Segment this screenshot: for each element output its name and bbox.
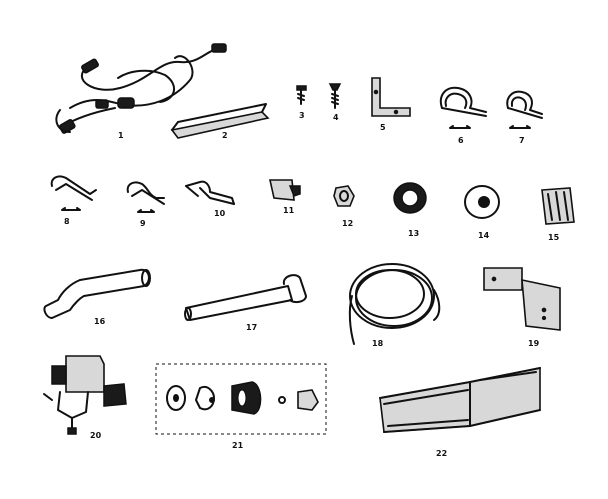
part-number-13: 13 [408, 229, 419, 238]
water-valve-part-20 [43, 355, 127, 435]
part-number-18: 18 [372, 339, 384, 348]
tube-part-17 [184, 274, 307, 321]
part-number-10: 10 [214, 209, 226, 218]
part-number-4: 4 [333, 113, 339, 122]
wire-harness-part-1 [55, 43, 227, 134]
clamp-part-7 [506, 90, 543, 129]
washer-part-14 [464, 185, 500, 219]
clip-part-9 [126, 181, 165, 213]
part-number-8: 8 [64, 217, 70, 226]
part-number-2: 2 [222, 131, 228, 140]
part-number-16: 16 [94, 317, 106, 326]
nut-part-12 [333, 185, 355, 207]
grommet-part-13 [393, 182, 427, 214]
part-number-20: 20 [90, 431, 102, 440]
screw-part-3 [296, 85, 307, 105]
bracket-part-19 [483, 267, 561, 331]
screw-part-4 [328, 83, 342, 109]
part-number-11: 11 [283, 206, 295, 215]
strip-part-2 [170, 103, 270, 139]
part-number-12: 12 [342, 219, 353, 228]
clip-part-10 [185, 180, 235, 205]
part-number-6: 6 [458, 136, 464, 145]
part-number-9: 9 [140, 219, 146, 228]
part-number-1: 1 [118, 131, 124, 140]
clip-part-8 [50, 175, 97, 211]
part-number-14: 14 [478, 231, 490, 240]
part-number-22: 22 [436, 449, 447, 458]
elbow-tube-part-16 [43, 268, 151, 319]
tray-part-22 [379, 367, 541, 433]
fitting-kit-part-21 [155, 363, 327, 435]
clip-part-11 [269, 179, 301, 201]
coiled-tubing-part-18 [348, 263, 441, 345]
part-number-7: 7 [519, 136, 525, 145]
clamp-part-6 [439, 86, 487, 129]
part-number-17: 17 [246, 323, 257, 332]
part-number-15: 15 [548, 233, 560, 242]
pad-part-15 [541, 187, 575, 225]
bracket-part-5 [371, 77, 411, 117]
part-number-21: 21 [232, 441, 244, 450]
part-number-5: 5 [380, 123, 386, 132]
part-number-19: 19 [528, 339, 540, 348]
part-number-3: 3 [299, 111, 305, 120]
